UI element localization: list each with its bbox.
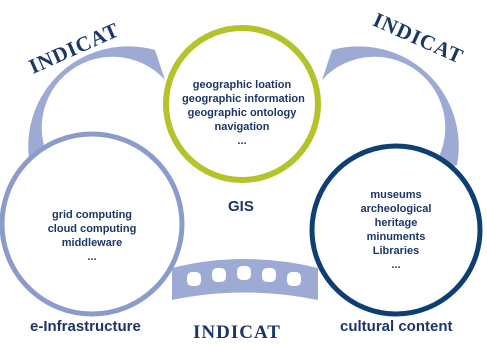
gis-item: geographic information [182,93,305,105]
cultural-content-circle [309,143,483,317]
gis-item: navigation [214,121,270,133]
gis-item-list: geographic loation geographic informatio… [182,78,305,148]
cultural-item: ... [391,259,401,271]
cultural-item: museums [370,189,422,201]
gis-item: geographic loation [192,79,292,91]
infrastructure-item: grid computing [51,209,133,221]
cultural-caption: cultural content [340,318,453,335]
infrastructure-caption: e-Infrastructure [30,318,141,335]
logo-text: INDICAT [193,322,281,343]
cultural-item: Libraries [372,245,420,257]
gis-circle [163,25,321,183]
cultural-item: heritage [374,217,418,229]
infrastructure-item: cloud computing [47,223,137,235]
gis-item: geographic ontology [187,107,297,119]
e-infrastructure-circle [0,131,185,317]
gis-item: ... [237,135,247,147]
cultural-item-list: museums archeological heritage minuments… [346,188,446,272]
infrastructure-item: ... [87,251,97,263]
cultural-item: minuments [366,231,426,243]
indicat-logo-bottom: INDICAT [193,322,281,344]
film-strip-bottom [172,259,318,300]
cultural-item: archeological [360,203,432,215]
infrastructure-item-list: grid computing cloud computing middlewar… [37,208,147,264]
gis-caption: GIS [228,198,254,215]
infrastructure-item: middleware [61,237,123,249]
